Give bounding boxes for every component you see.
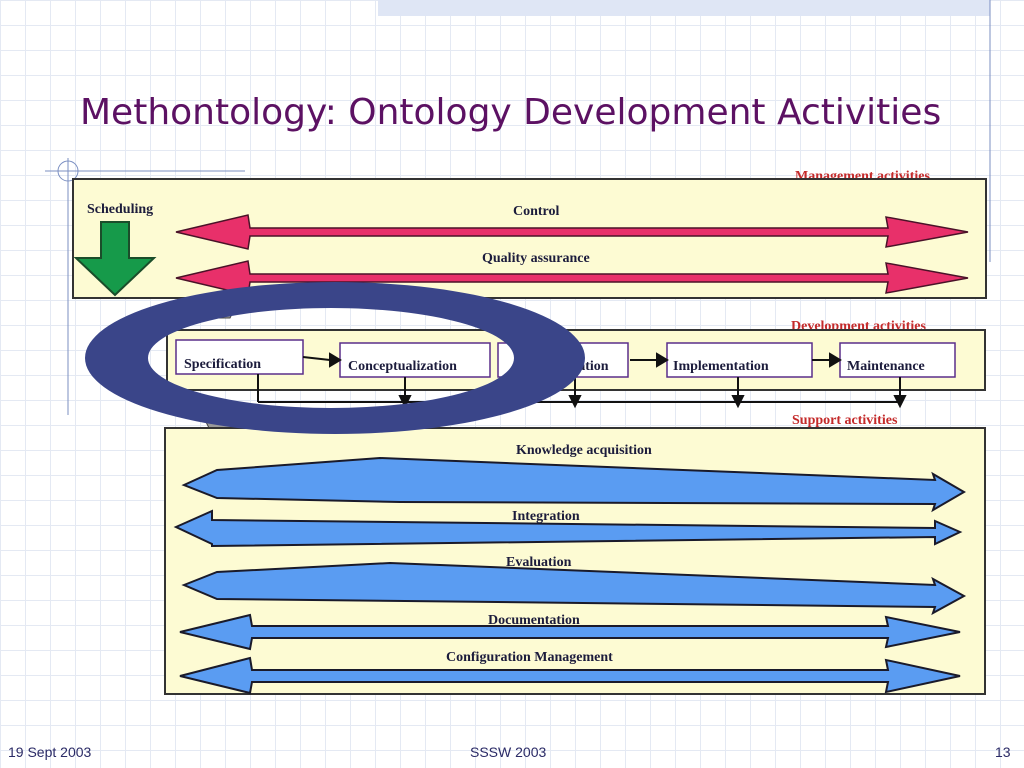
support-section-label: Support activities [792, 413, 898, 428]
scheduling-label: Scheduling [87, 202, 153, 217]
footer-page-number: 13 [995, 744, 1011, 760]
knowledge-acquisition-label: Knowledge acquisition [516, 443, 652, 458]
flow-arrow [329, 352, 342, 368]
flow-arrow [656, 352, 669, 368]
feedback-arrow [398, 395, 412, 409]
evaluation-label: Evaluation [506, 555, 572, 570]
step-maintenance-label: Maintenance [847, 359, 925, 374]
step-implementation [666, 342, 813, 378]
documentation-arrow [179, 613, 961, 651]
control-arrow [175, 214, 969, 250]
feedback-arrow [568, 395, 582, 409]
footer-date: 19 Sept 2003 [8, 744, 92, 760]
step-specification-label: Specification [184, 357, 261, 372]
evaluation-arrow [181, 561, 967, 616]
step-flow-arrows [257, 352, 907, 409]
integration-arrow [173, 509, 963, 548]
knowledge-acquisition-arrow [181, 456, 966, 513]
footer-event: SSSW 2003 [470, 744, 547, 760]
slide-title: Methontology: Ontology Development Activ… [80, 92, 942, 133]
documentation-label: Documentation [488, 613, 580, 628]
feedback-arrow [731, 395, 745, 409]
title-rule [45, 158, 245, 415]
step-conceptualization-label: Conceptualization [348, 359, 457, 374]
quality-assurance-label: Quality assurance [482, 251, 590, 266]
step-maintenance [839, 342, 956, 378]
flow-arrow [829, 352, 842, 368]
feedback-arrow [893, 395, 907, 409]
integration-label: Integration [512, 509, 580, 524]
top-banner [378, 0, 990, 16]
highlight-ring [85, 282, 585, 434]
scheduling-arrow [73, 221, 157, 297]
step-specification [175, 339, 304, 375]
configuration-management-label: Configuration Management [446, 650, 613, 665]
quality-assurance-arrow [175, 260, 969, 296]
step-implementation-label: Implementation [673, 359, 769, 374]
control-label: Control [513, 204, 560, 219]
configuration-management-arrow [179, 656, 961, 695]
